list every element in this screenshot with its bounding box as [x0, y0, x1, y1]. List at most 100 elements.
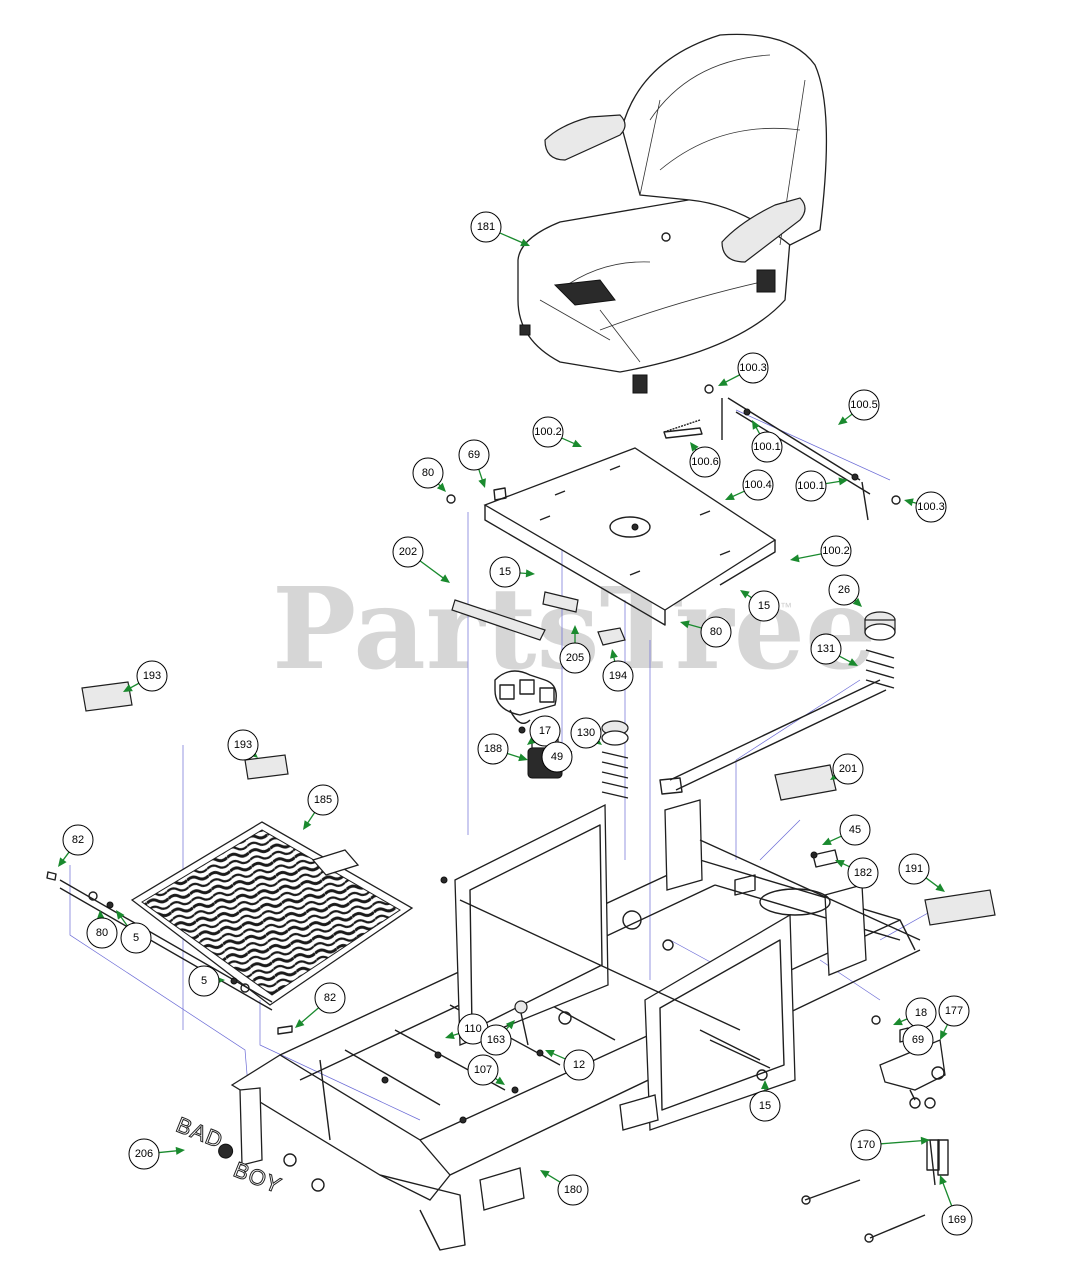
callout-100-1[interactable]: 100.1	[751, 431, 783, 463]
callout-circle[interactable]	[559, 642, 591, 674]
callout-201[interactable]: 201	[832, 753, 864, 785]
callout-169[interactable]: 169	[941, 1204, 973, 1236]
callout-15[interactable]: 15	[489, 556, 521, 588]
callout-193[interactable]: 193	[136, 660, 168, 692]
callout-circle[interactable]	[847, 857, 879, 889]
callout-5[interactable]: 5	[120, 922, 152, 954]
callout-100-2[interactable]: 100.2	[532, 416, 564, 448]
callout-17[interactable]: 17	[529, 715, 561, 747]
callout-100-2[interactable]: 100.2	[820, 535, 852, 567]
callout-circle[interactable]	[832, 753, 864, 785]
callout-26[interactable]: 26	[828, 574, 860, 606]
callout-circle[interactable]	[227, 729, 259, 761]
callout-15[interactable]: 15	[748, 590, 780, 622]
seat	[517, 33, 828, 394]
callout-circle[interactable]	[477, 733, 509, 765]
callout-100-5[interactable]: 100.5	[848, 389, 880, 421]
callout-circle[interactable]	[188, 965, 220, 997]
leader-arrow	[495, 1076, 505, 1085]
callout-100-3[interactable]: 100.3	[737, 352, 769, 384]
callout-circle[interactable]	[700, 616, 732, 648]
callout-194[interactable]: 194	[602, 660, 634, 692]
callout-label: 15	[499, 566, 511, 578]
callout-170[interactable]: 170	[850, 1129, 882, 1161]
callout-45[interactable]: 45	[839, 814, 871, 846]
callout-circle[interactable]	[839, 814, 871, 846]
callout-circle[interactable]	[828, 574, 860, 606]
callout-circle[interactable]	[120, 922, 152, 954]
callout-100-6[interactable]: 100.6	[689, 446, 721, 478]
callout-circle[interactable]	[62, 824, 94, 856]
callout-circle[interactable]	[541, 741, 573, 773]
callout-69[interactable]: 69	[458, 439, 490, 471]
callout-circle[interactable]	[810, 633, 842, 665]
callout-circle[interactable]	[602, 660, 634, 692]
callout-circle[interactable]	[314, 982, 346, 1014]
callout-circle[interactable]	[751, 431, 783, 463]
callout-15[interactable]: 15	[749, 1090, 781, 1122]
callout-circle[interactable]	[128, 1138, 160, 1170]
callout-80[interactable]: 80	[86, 917, 118, 949]
callout-circle[interactable]	[563, 1049, 595, 1081]
callout-circle[interactable]	[86, 917, 118, 949]
callout-circle[interactable]	[737, 352, 769, 384]
callout-circle[interactable]	[820, 535, 852, 567]
callout-82[interactable]: 82	[62, 824, 94, 856]
leader-arrow	[848, 658, 858, 666]
callout-circle[interactable]	[470, 211, 502, 243]
callout-18[interactable]: 18	[905, 997, 937, 1029]
callout-107[interactable]: 107	[467, 1054, 499, 1086]
callout-131[interactable]: 131	[810, 633, 842, 665]
callout-circle[interactable]	[689, 446, 721, 478]
callout-circle[interactable]	[392, 536, 424, 568]
leader-arrow	[445, 1031, 455, 1040]
callout-206[interactable]: 206	[128, 1138, 160, 1170]
callout-130[interactable]: 130	[570, 717, 602, 749]
callout-49[interactable]: 49	[541, 741, 573, 773]
callout-80[interactable]: 80	[412, 457, 444, 489]
callout-circle[interactable]	[412, 457, 444, 489]
callout-202[interactable]: 202	[392, 536, 424, 568]
callout-5[interactable]: 5	[188, 965, 220, 997]
callout-100-3[interactable]: 100.3	[915, 491, 947, 523]
callout-circle[interactable]	[898, 853, 930, 885]
callout-circle[interactable]	[458, 439, 490, 471]
leader-arrow	[790, 554, 800, 563]
callout-193[interactable]: 193	[227, 729, 259, 761]
callout-circle[interactable]	[795, 470, 827, 502]
callout-circle[interactable]	[467, 1054, 499, 1086]
callout-180[interactable]: 180	[557, 1174, 589, 1206]
callout-185[interactable]: 185	[307, 784, 339, 816]
callout-12[interactable]: 12	[563, 1049, 595, 1081]
callout-circle[interactable]	[938, 995, 970, 1027]
callout-circle[interactable]	[307, 784, 339, 816]
callout-circle[interactable]	[532, 416, 564, 448]
callout-circle[interactable]	[848, 389, 880, 421]
callout-circle[interactable]	[480, 1024, 512, 1056]
callout-177[interactable]: 177	[938, 995, 970, 1027]
callout-label: 205	[566, 652, 584, 664]
callout-circle[interactable]	[748, 590, 780, 622]
callout-100-1[interactable]: 100.1	[795, 470, 827, 502]
callout-188[interactable]: 188	[477, 733, 509, 765]
callout-circle[interactable]	[136, 660, 168, 692]
callout-circle[interactable]	[902, 1024, 934, 1056]
callout-191[interactable]: 191	[898, 853, 930, 885]
callout-circle[interactable]	[570, 717, 602, 749]
callout-circle[interactable]	[742, 469, 774, 501]
callout-163[interactable]: 163	[480, 1024, 512, 1056]
callout-205[interactable]: 205	[559, 642, 591, 674]
callout-69[interactable]: 69	[902, 1024, 934, 1056]
callout-181[interactable]: 181	[470, 211, 502, 243]
callout-circle[interactable]	[915, 491, 947, 523]
callout-circle[interactable]	[557, 1174, 589, 1206]
callout-100-4[interactable]: 100.4	[742, 469, 774, 501]
callout-circle[interactable]	[529, 715, 561, 747]
callout-circle[interactable]	[489, 556, 521, 588]
callout-82[interactable]: 82	[314, 982, 346, 1014]
callout-circle[interactable]	[850, 1129, 882, 1161]
callout-circle[interactable]	[749, 1090, 781, 1122]
callout-80[interactable]: 80	[700, 616, 732, 648]
callout-circle[interactable]	[941, 1204, 973, 1236]
callout-182[interactable]: 182	[847, 857, 879, 889]
